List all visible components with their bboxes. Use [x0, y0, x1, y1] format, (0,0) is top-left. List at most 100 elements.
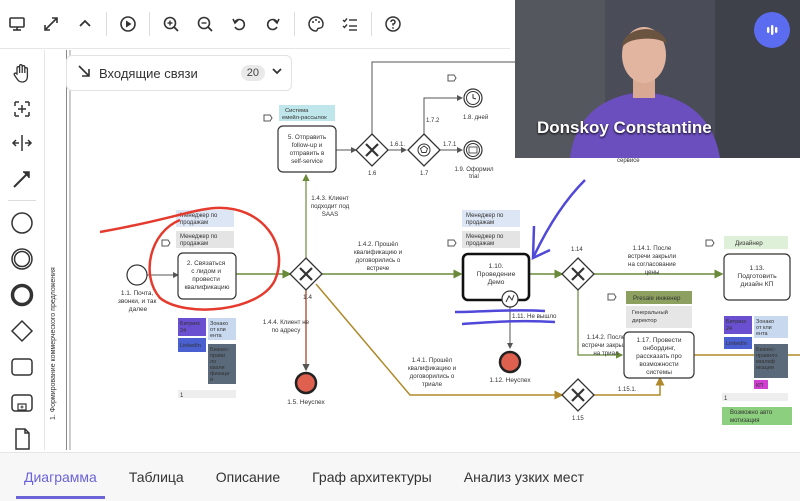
- task-contact-lead[interactable]: [177, 252, 237, 300]
- bpmn-diagram: 1.1. Почта, звонки, и так далее Менеджер…: [69, 50, 800, 450]
- bottom-tab-bar: Диаграмма Таблица Описание Граф архитект…: [0, 452, 800, 501]
- audio-level-icon[interactable]: [754, 12, 790, 48]
- gateway-1-15-label: 1.15: [572, 416, 584, 422]
- palette-icon[interactable]: [299, 7, 333, 41]
- start-event-icon[interactable]: [7, 208, 37, 238]
- system-tag: [279, 105, 335, 121]
- data-object-icon[interactable]: [7, 424, 37, 454]
- tab-bottleneck-analysis[interactable]: Анализ узких мест: [463, 469, 584, 485]
- counter-text: 1: [724, 396, 728, 402]
- end-event-icon[interactable]: [7, 280, 37, 310]
- flow-141[interactable]: [315, 283, 564, 400]
- tab-description[interactable]: Описание: [215, 469, 281, 485]
- pool-strip: [48, 50, 67, 450]
- role-tag-presale-text: Presale инженер: [633, 295, 681, 302]
- task-play-icon[interactable]: [607, 293, 617, 301]
- clock-hands-icon: [472, 94, 477, 100]
- service-label: сервисе: [617, 158, 640, 164]
- note-linkedin: [724, 337, 752, 349]
- role-tag: [462, 231, 520, 248]
- clock-icon: [466, 91, 480, 105]
- tab-architecture-graph[interactable]: Граф архитектуры: [312, 469, 432, 485]
- task-followup[interactable]: [277, 125, 337, 173]
- blue-annotation-arrowhead: [531, 225, 551, 260]
- task-play-icon[interactable]: [263, 114, 273, 122]
- end-event-1-5[interactable]: [294, 371, 318, 395]
- note-bitrix: [724, 316, 752, 334]
- task-play-icon[interactable]: [705, 239, 715, 247]
- chevron-up-icon[interactable]: [68, 7, 102, 41]
- flow-1151[interactable]: [594, 376, 665, 396]
- boundary-event[interactable]: [501, 290, 519, 308]
- play-icon[interactable]: [111, 7, 145, 41]
- note-zonako: [754, 316, 788, 338]
- start-event[interactable]: [126, 264, 148, 286]
- flow-loop-top[interactable]: [371, 61, 515, 134]
- incoming-connections-count: 20: [240, 65, 265, 81]
- blue-annotation-arrow: [531, 179, 586, 259]
- end-event-1-12[interactable]: [498, 350, 522, 374]
- palette-divider: [8, 200, 36, 201]
- role-tag: [176, 231, 234, 248]
- subprocess-icon[interactable]: [7, 388, 37, 418]
- flow-1142[interactable]: [577, 290, 624, 359]
- zoom-in-icon[interactable]: [154, 7, 188, 41]
- escalation-icon: [505, 294, 515, 303]
- zoom-out-icon[interactable]: [188, 7, 222, 41]
- note-kp: [754, 380, 768, 389]
- task-contact-lead-label: 2. Связаться с лидом и провести квалифик…: [184, 260, 229, 291]
- redo-icon[interactable]: [256, 7, 290, 41]
- flow-172-label: 1.7.2: [426, 118, 440, 124]
- end-event-1-12-label: 1.12. Неуспех: [489, 377, 531, 384]
- envelope-icon: [468, 146, 478, 154]
- toolbar-divider: [149, 12, 150, 36]
- incoming-connections-panel[interactable]: Входящие связи 20: [66, 55, 292, 91]
- element-palette: [0, 50, 45, 450]
- task-icon[interactable]: [7, 352, 37, 382]
- task-demo[interactable]: [461, 252, 531, 302]
- tab-diagram[interactable]: Диаграмма: [16, 469, 105, 499]
- blue-annotation-underline: [461, 319, 556, 326]
- flow-172[interactable]: [423, 95, 463, 134]
- blue-annotation-underline: [454, 309, 546, 314]
- task-play-icon[interactable]: [447, 239, 457, 247]
- role-tag-presale: [626, 291, 692, 304]
- checklist-icon[interactable]: [333, 7, 367, 41]
- gateway-1-7[interactable]: [407, 133, 441, 167]
- video-call-tile[interactable]: Donskoy Constantine: [515, 0, 800, 158]
- gateway-1-4-label: 1.4: [303, 294, 312, 301]
- gateway-1-6-label: 1.6: [368, 171, 377, 177]
- flow-1151-label: 1.15.1.: [618, 387, 637, 393]
- tab-table[interactable]: Таблица: [128, 469, 184, 485]
- role-tag: [462, 210, 520, 227]
- help-icon[interactable]: [376, 7, 410, 41]
- gateway-icon[interactable]: [7, 316, 37, 346]
- note-business-rule: [754, 344, 788, 378]
- task-onboarding[interactable]: [623, 331, 695, 379]
- connect-tool-icon[interactable]: [7, 164, 37, 194]
- monitor-icon[interactable]: [0, 7, 34, 41]
- chevron-down-icon[interactable]: [271, 64, 283, 82]
- lasso-tool-icon[interactable]: [7, 94, 37, 124]
- undo-icon[interactable]: [222, 7, 256, 41]
- note-linkedin-text: LinkedIn: [180, 343, 201, 349]
- task-design-kp[interactable]: [723, 253, 791, 301]
- task-play-icon[interactable]: [161, 239, 171, 247]
- intermediate-event-icon[interactable]: [7, 244, 37, 274]
- space-tool-icon[interactable]: [7, 128, 37, 158]
- pool-label: 1. Формирование коммерческого предложени…: [50, 267, 57, 420]
- hand-tool-icon[interactable]: [7, 58, 37, 88]
- expand-icon[interactable]: [34, 7, 68, 41]
- toolbar: [0, 0, 510, 49]
- flow-171-label: 1.7.1: [443, 142, 457, 148]
- message-event-inner: [466, 143, 480, 157]
- gateway-x-icon: [571, 388, 585, 402]
- pentagon-icon: [419, 145, 429, 153]
- task-play-icon[interactable]: [447, 74, 457, 82]
